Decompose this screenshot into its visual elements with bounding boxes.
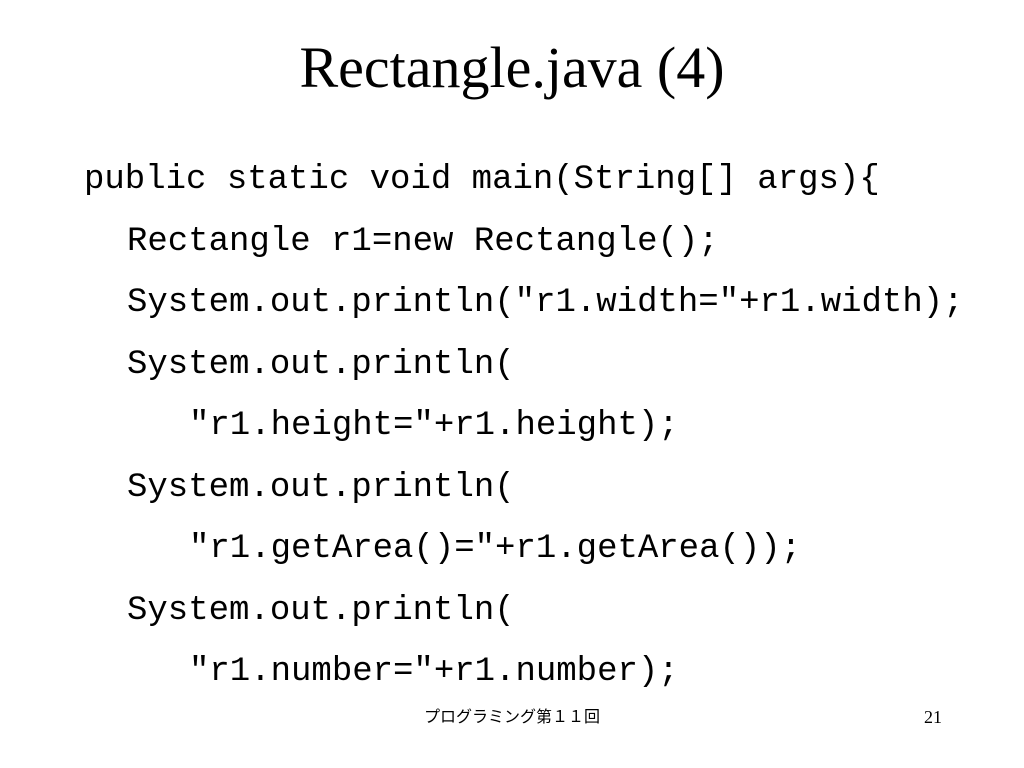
footer-course-title: プログラミング第１１回 [423, 707, 600, 726]
code-line-2: Rectangle r1=new Rectangle(); [127, 223, 719, 261]
code-line-5: "r1.height="+r1.height); [189, 407, 679, 445]
code-line-9: "r1.number="+r1.number); [189, 653, 679, 691]
code-line-6: System.out.println( [127, 469, 515, 507]
code-line-3: System.out.println("r1.width="+r1.width)… [127, 284, 964, 322]
code-line-8: System.out.println( [127, 592, 515, 630]
slide-title: Rectangle.java (4) [299, 35, 725, 100]
code-line-4: System.out.println( [127, 346, 515, 384]
footer-page-number: 21 [924, 707, 942, 727]
code-block: public static void main(String[] args){ … [84, 161, 964, 691]
code-line-7: "r1.getArea()="+r1.getArea()); [189, 530, 802, 568]
code-line-1: public static void main(String[] args){ [84, 161, 880, 199]
